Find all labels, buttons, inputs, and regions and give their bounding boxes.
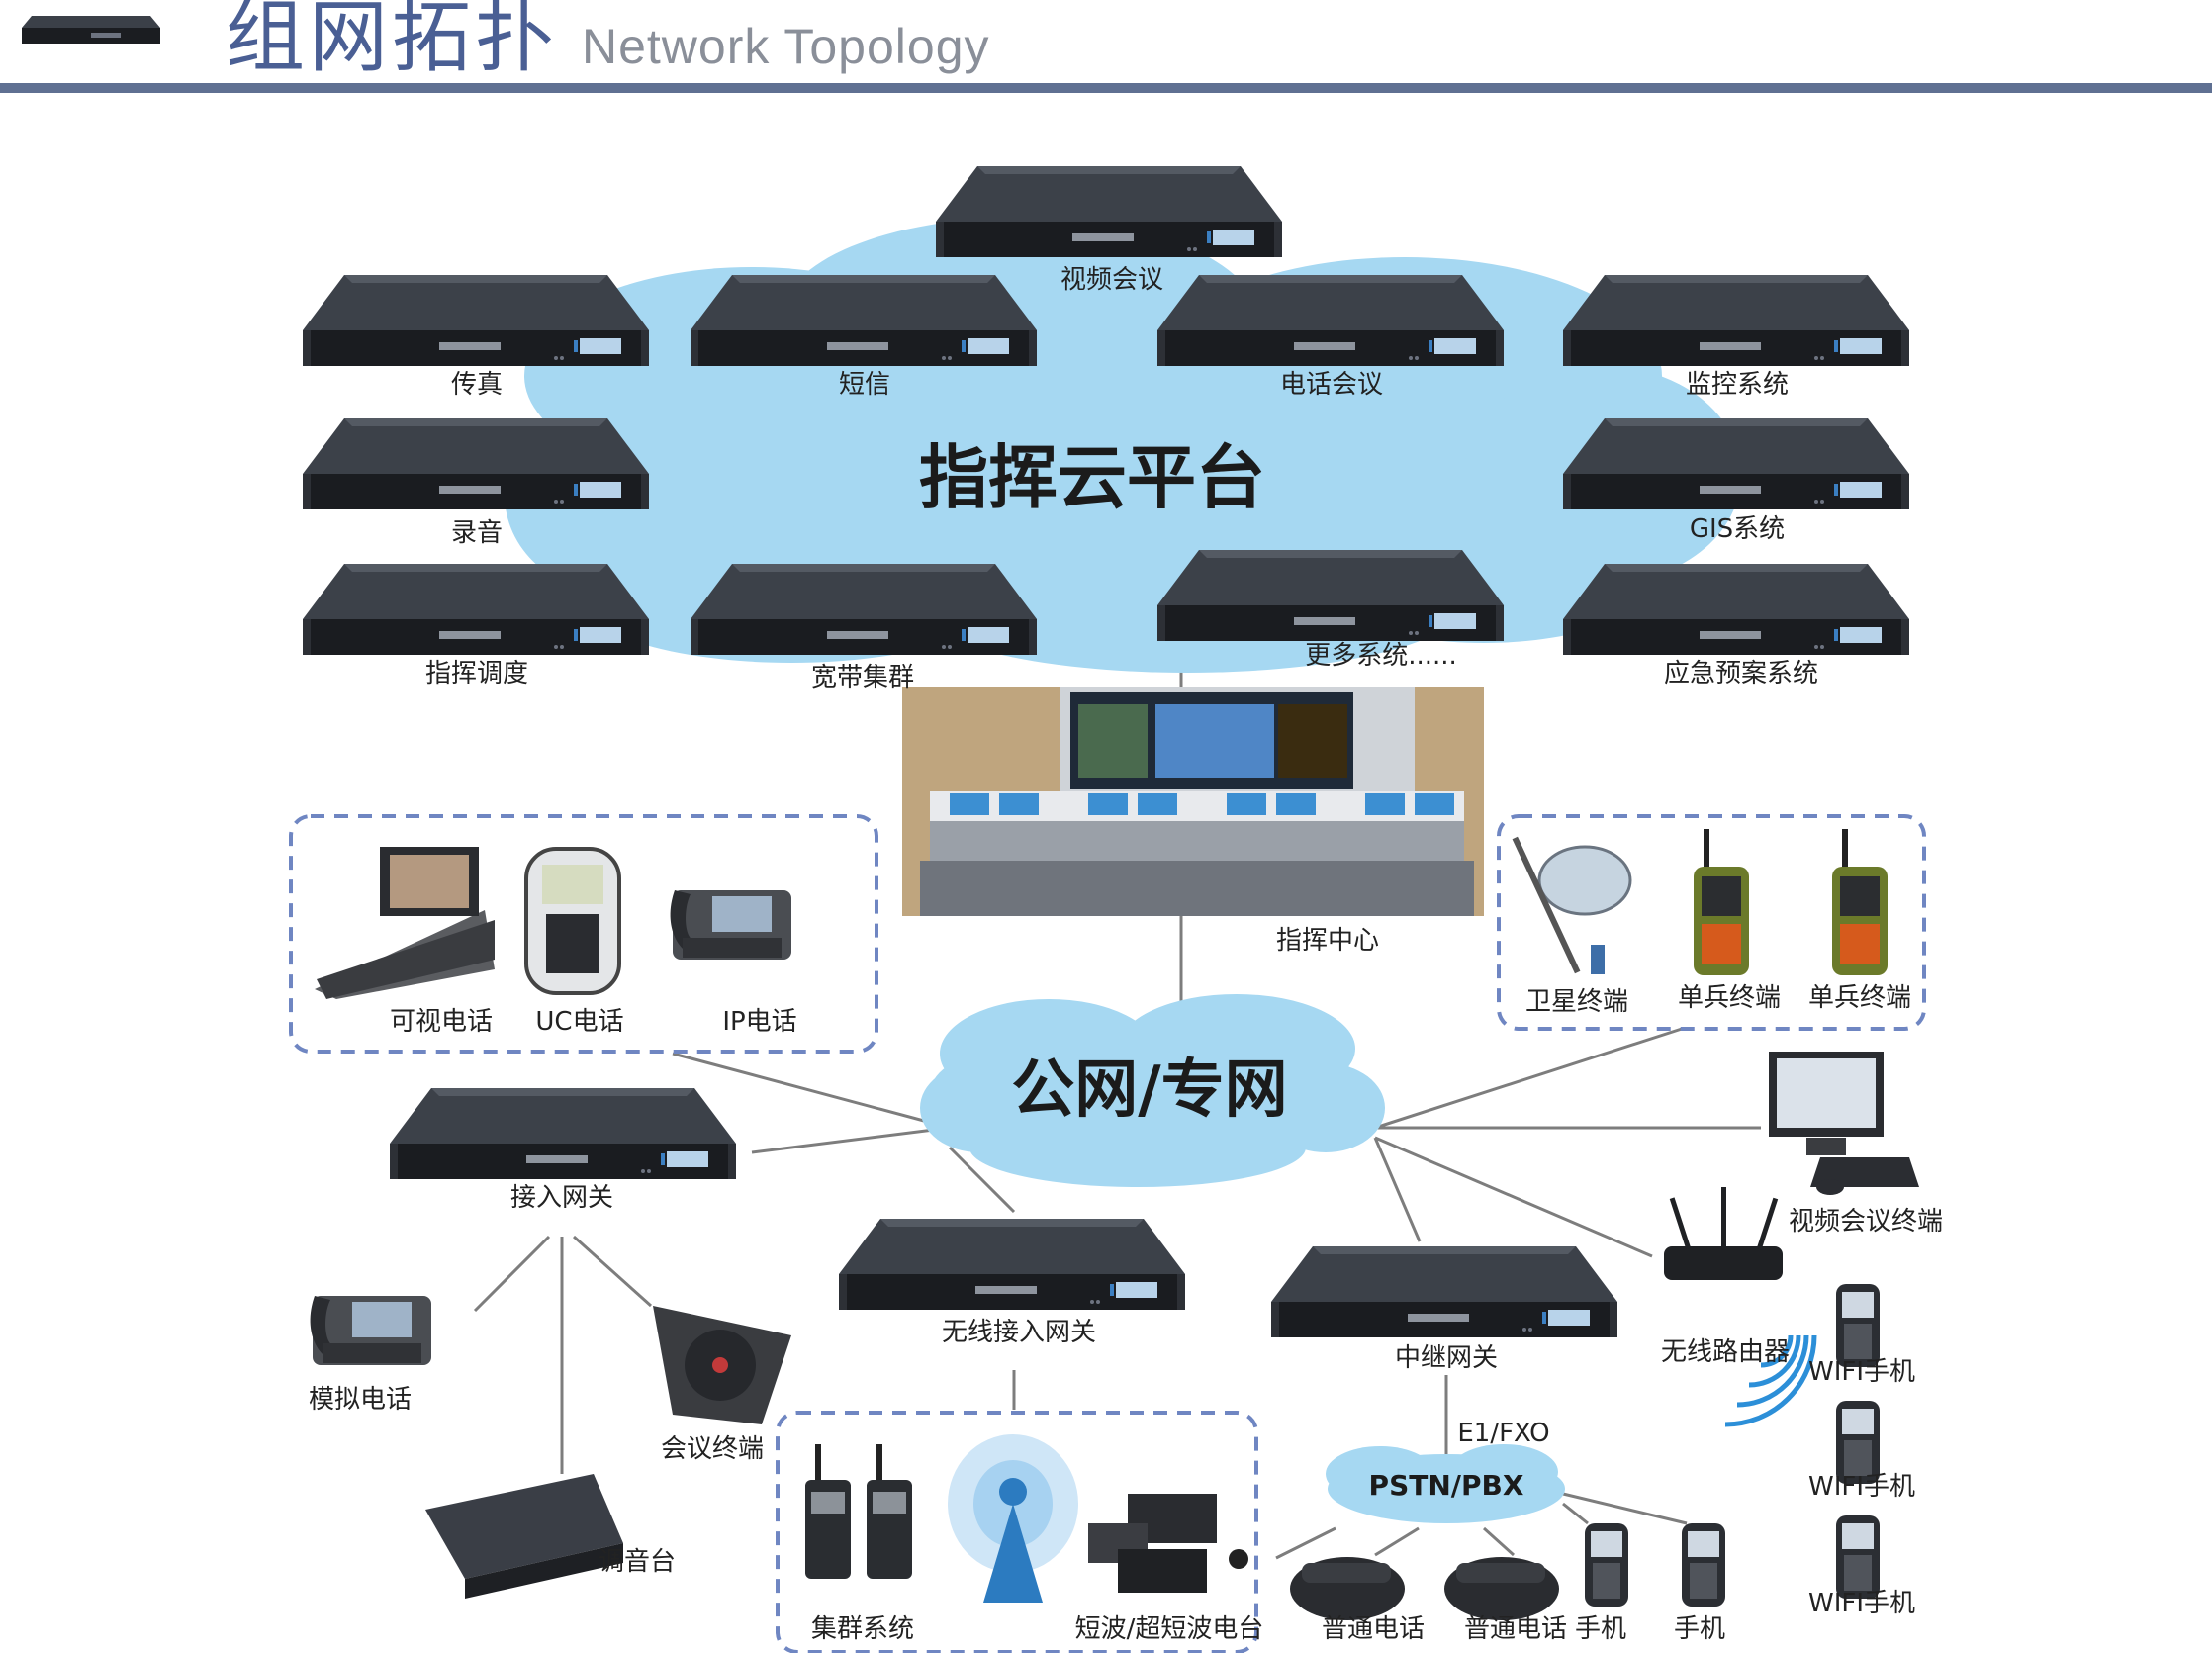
server-label-broadband: 宽带集群	[810, 663, 915, 692]
label-command-center: 指挥中心	[1275, 926, 1380, 956]
analog-phone-image	[310, 1296, 431, 1365]
label-desk-phone-1: 普通电话	[1321, 1614, 1426, 1644]
video-terminal-image	[1769, 1052, 1919, 1195]
server-video-conf	[936, 166, 1282, 257]
server-emergency	[1563, 564, 1909, 655]
mobile-phone-2-image	[1682, 1523, 1725, 1607]
trunking-radio-1-image	[805, 1444, 851, 1579]
server-label-dispatch: 指挥调度	[424, 659, 529, 689]
network-cloud-label: 公网/专网	[1011, 1054, 1288, 1127]
connection-lines	[473, 633, 1761, 1560]
conference-terminal-image	[653, 1306, 791, 1424]
label-video-terminal: 视频会议终端	[1788, 1207, 1944, 1237]
wireless-tower-image	[948, 1434, 1078, 1603]
label-uc-phone: UC电话	[535, 1007, 624, 1037]
label-soldier-2: 单兵终端	[1807, 983, 1912, 1013]
server-tele-conf	[1157, 275, 1504, 366]
server-label-wireless-gateway: 无线接入网关	[941, 1318, 1097, 1347]
trunking-radio-2-image	[867, 1444, 912, 1579]
command-center-image	[902, 687, 1484, 916]
server-fax	[303, 275, 649, 366]
label-e1-fxo: E1/FXO	[1457, 1419, 1550, 1448]
platform-cloud-label: 指挥云平台	[919, 437, 1265, 518]
desk-phone-2-image	[1444, 1557, 1559, 1620]
mobile-phone-1-image	[1585, 1523, 1628, 1607]
server-label-tele-conf: 电话会议	[1279, 370, 1384, 400]
server-label-monitor: 监控系统	[1685, 370, 1790, 400]
label-video-phone: 可视电话	[389, 1007, 494, 1037]
label-trunking: 集群系统	[810, 1614, 915, 1644]
server-sms	[691, 275, 1037, 366]
server-more	[1157, 550, 1504, 641]
pstn-cloud	[1326, 1444, 1565, 1523]
label-analog-phone: 模拟电话	[308, 1385, 413, 1415]
video-phone-image	[315, 847, 495, 999]
page-subtitle: Network Topology	[582, 19, 990, 74]
dashed-groups	[289, 814, 1926, 1653]
label-ip-phone: IP电话	[722, 1007, 797, 1037]
label-conf-terminal: 会议终端	[660, 1434, 765, 1464]
server-label-video-conf: 视频会议	[1060, 265, 1164, 295]
server-trunk-gateway	[1271, 1246, 1617, 1337]
wifi-waves-icon	[1724, 1334, 1817, 1427]
server-label-more: 更多系统......	[1305, 641, 1457, 671]
server-monitor	[1563, 275, 1909, 366]
satellite-image	[1512, 836, 1632, 974]
uc-phone-image	[524, 847, 621, 995]
shortwave-radio-image	[1088, 1494, 1248, 1593]
label-mobile-1: 手机	[1574, 1614, 1627, 1644]
desk-phone-1-image	[1290, 1557, 1405, 1620]
page-title: 组网拓扑	[226, 0, 558, 83]
header-rule	[0, 83, 2212, 93]
server-label-access-gateway: 接入网关	[509, 1183, 614, 1213]
server-label-emergency: 应急预案系统	[1663, 659, 1819, 689]
pstn-cloud-label: PSTN/PBX	[1368, 1469, 1524, 1502]
server-label-trunk-gateway: 中继网关	[1394, 1343, 1499, 1373]
label-soldier-1: 单兵终端	[1677, 983, 1782, 1013]
server-dispatch	[303, 564, 649, 655]
server-recording	[303, 418, 649, 509]
label-wifi-phone-2: WIFI手机	[1808, 1472, 1915, 1502]
soldier-terminal-2-image	[1832, 829, 1888, 975]
server-label-recording: 录音	[450, 518, 504, 548]
server-access-gateway	[390, 1088, 736, 1179]
server-label-sms: 短信	[838, 370, 891, 400]
label-wifi-phone-3: WIFI手机	[1808, 1589, 1915, 1618]
label-router: 无线路由器	[1660, 1337, 1791, 1367]
network-cloud	[920, 994, 1385, 1187]
label-mixer: 调音台	[598, 1547, 677, 1577]
ip-phone-image	[670, 890, 791, 960]
header-device-icon	[22, 14, 160, 47]
soldier-terminal-1-image	[1694, 829, 1749, 975]
mixer-image	[425, 1474, 623, 1599]
server-label-gis: GIS系统	[1689, 514, 1786, 544]
wifi-phone-1-image	[1836, 1284, 1880, 1367]
server-wireless-gateway	[839, 1219, 1185, 1310]
server-gis	[1563, 418, 1909, 509]
server-broadband	[691, 564, 1037, 655]
label-desk-phone-2: 普通电话	[1463, 1614, 1568, 1644]
label-satellite: 卫星终端	[1524, 987, 1629, 1017]
label-radio: 短波/超短波电台	[1074, 1614, 1264, 1644]
label-wifi-phone-1: WIFI手机	[1808, 1357, 1915, 1387]
label-mobile-2: 手机	[1673, 1614, 1726, 1644]
wifi-phone-3-image	[1836, 1515, 1880, 1599]
server-label-fax: 传真	[450, 370, 504, 400]
wireless-router-image	[1664, 1187, 1783, 1280]
